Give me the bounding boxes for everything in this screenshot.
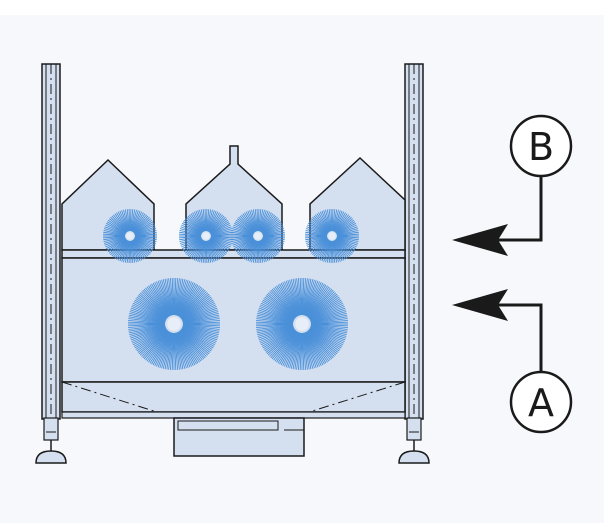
callout-a: A (452, 289, 573, 434)
callout-b: B (452, 114, 573, 256)
upper-brush-2 (179, 209, 233, 263)
upper-brush-3 (231, 209, 285, 263)
collection-hopper (61, 381, 406, 457)
right-frame-post (404, 63, 424, 420)
callout-a-circle (509, 370, 573, 434)
callout-a-arrowhead (452, 289, 508, 321)
lower-brush-2 (256, 278, 348, 370)
upper-brush-1 (103, 209, 157, 263)
callout-b-arrowhead (452, 224, 508, 256)
left-foot (35, 417, 67, 464)
left-frame-post (41, 63, 61, 420)
callout-a-letter: A (528, 381, 554, 425)
callout-b-circle (509, 114, 573, 178)
callout-b-letter: B (528, 125, 554, 169)
upper-brush-4 (305, 209, 359, 263)
lower-brush-1 (128, 278, 220, 370)
brush-layer (103, 209, 359, 370)
lower-chamber (61, 257, 406, 383)
right-foot (398, 417, 430, 464)
